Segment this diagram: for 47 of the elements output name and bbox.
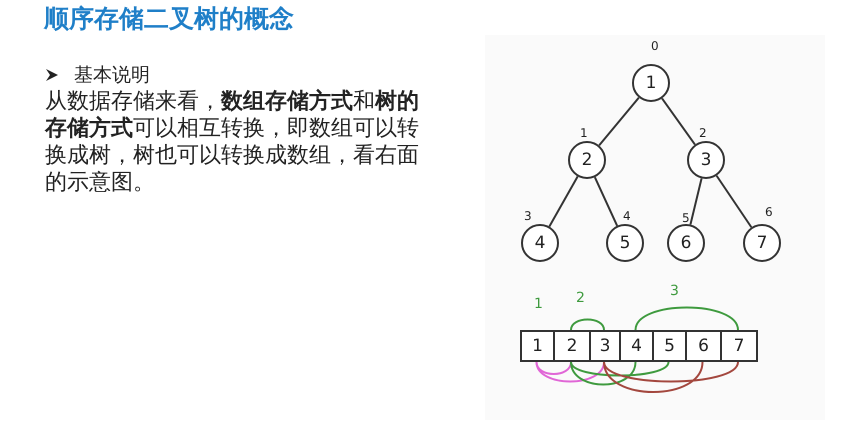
connector-arc <box>603 362 704 393</box>
array-value: 5 <box>664 336 675 356</box>
connector-arc <box>570 362 670 376</box>
connector-arc <box>603 362 739 382</box>
array-cell <box>652 330 687 362</box>
array-cell <box>589 330 621 362</box>
index-number: 3 <box>524 209 532 223</box>
index-number: 6 <box>765 205 773 219</box>
node-value: 4 <box>534 233 546 253</box>
array-cell <box>720 330 758 362</box>
tree-branch-line <box>661 98 696 146</box>
section-heading: 基本说明 <box>74 63 150 88</box>
index-number: 2 <box>576 290 585 306</box>
array-value: 4 <box>631 336 642 356</box>
connector-arc <box>634 306 739 330</box>
array-value: 7 <box>734 336 744 356</box>
array-cell <box>520 330 555 362</box>
index-number: 4 <box>623 209 631 223</box>
connector-arc <box>536 362 605 382</box>
array-cell <box>685 330 722 362</box>
tree-branch-line <box>598 96 640 146</box>
node-value: 5 <box>620 233 630 253</box>
connector-arc <box>536 362 572 375</box>
index-number: 1 <box>580 126 588 140</box>
node-value: 7 <box>756 233 768 253</box>
node-value: 1 <box>646 73 656 93</box>
array-value: 2 <box>566 336 578 356</box>
index-number: 5 <box>682 211 690 225</box>
array-value: 6 <box>698 336 709 356</box>
index-number: 0 <box>651 39 659 53</box>
node-value: 6 <box>680 233 692 253</box>
description-paragraph: 从数据存储来看，数组存储方式和树的存储方式可以相互转换，即数组可以转换成树，树也可以转换成数组，看右面的示意图。 <box>45 88 420 196</box>
node-value: 3 <box>700 150 712 170</box>
array-cell <box>553 330 591 362</box>
tree-branch-line <box>716 175 752 228</box>
node-value: 2 <box>582 150 592 170</box>
tree-branch-line <box>548 176 579 227</box>
array-value: 3 <box>600 336 610 356</box>
array-value: 1 <box>532 336 543 356</box>
tree-branch-line <box>689 178 703 225</box>
index-number: 3 <box>670 283 679 299</box>
connector-arc <box>570 362 636 386</box>
tree-branch-line <box>594 176 618 226</box>
array-cell <box>619 330 654 362</box>
index-number: 1 <box>534 296 543 312</box>
slide-title: 顺序存储二叉树的概念 <box>44 3 294 35</box>
index-number: 2 <box>699 126 707 140</box>
